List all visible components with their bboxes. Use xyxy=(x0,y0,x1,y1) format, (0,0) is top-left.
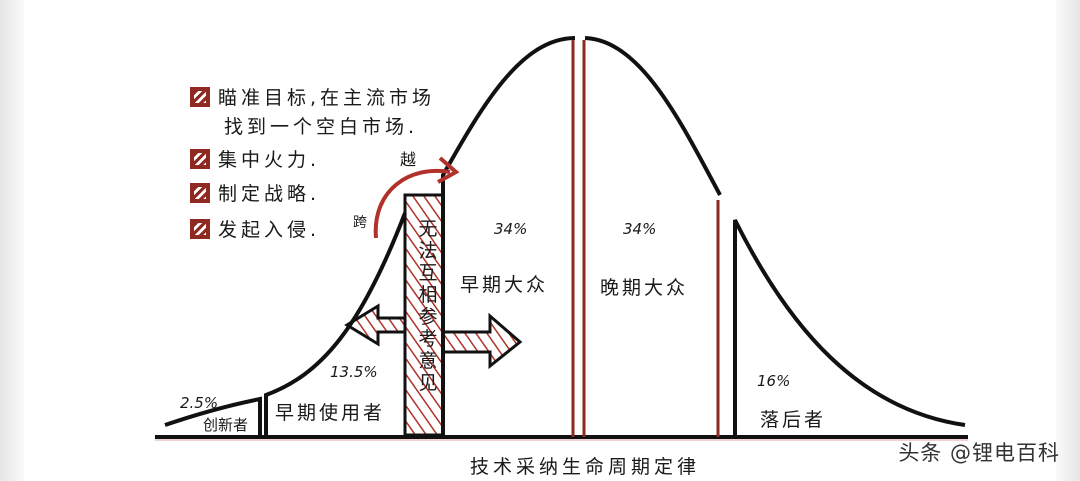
cross-arrow xyxy=(373,168,451,239)
page-edge-right xyxy=(1056,0,1080,481)
legend-text: 发起入侵. xyxy=(218,219,321,241)
legend-item: 集中火力. xyxy=(190,145,320,172)
caption: 技术采纳生命周期定律 xyxy=(470,456,701,478)
curve-early-adopters xyxy=(264,212,407,437)
left-arrow xyxy=(344,303,407,347)
curve-innovators xyxy=(164,396,262,437)
hatched-box-icon xyxy=(190,182,210,203)
watermark: 头条 @锂电百科 xyxy=(898,441,1060,465)
hatched-box-icon xyxy=(190,218,210,239)
arrow-start-label: 跨 xyxy=(353,215,370,231)
chasm-label: 无法互相参考意见 xyxy=(418,218,438,394)
legend-item: 发起入侵. xyxy=(190,215,320,242)
legend-item: 瞄准目标,在主流市场 xyxy=(190,83,435,110)
percent-early-majority: 34% xyxy=(494,220,528,238)
curve-laggards xyxy=(733,219,966,437)
label-innovators: 创新者 xyxy=(203,416,249,434)
curve-early-majority xyxy=(441,36,576,437)
legend-text: 瞄准目标,在主流市场 xyxy=(218,87,436,109)
hatched-box-icon xyxy=(190,148,210,169)
percent-late-majority: 34% xyxy=(623,220,657,238)
label-early-majority: 早期大众 xyxy=(460,274,549,296)
right-arrow xyxy=(441,312,523,370)
legend-text: 集中火力. xyxy=(218,149,321,171)
hatched-box-icon xyxy=(190,86,210,107)
label-late-majority: 晚期大众 xyxy=(600,277,689,299)
label-laggards: 落后者 xyxy=(760,409,827,431)
chasm-bar xyxy=(403,193,445,437)
arrow-end-label: 越 xyxy=(400,150,420,169)
label-early-adopters: 早期使用者 xyxy=(275,402,386,424)
page-edge-left xyxy=(0,0,24,481)
legend-item: 制定战略. xyxy=(190,179,320,206)
percent-laggards: 16% xyxy=(757,372,791,390)
legend-text-cont: 找到一个空白市场. xyxy=(224,116,419,138)
legend-text: 制定战略. xyxy=(218,183,321,205)
percent-innovators: 2.5% xyxy=(180,394,219,412)
curve-late-majority xyxy=(584,36,722,196)
percent-early-adopters: 13.5% xyxy=(330,363,378,381)
